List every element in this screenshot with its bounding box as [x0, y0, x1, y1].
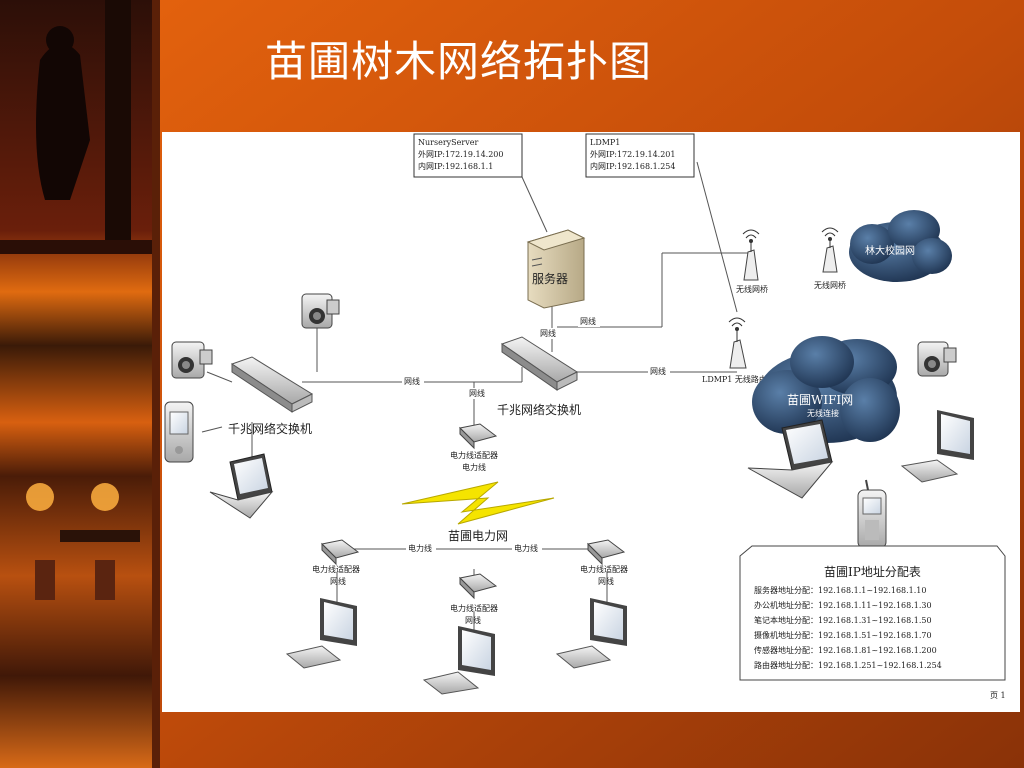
- power-line-adapter-icon: [458, 423, 498, 450]
- router-label: LDMP1 无线路由器: [702, 374, 775, 384]
- wifi-cloud-icon: [752, 336, 900, 443]
- ip-table-row: 服务器地址分配：192.168.1.1~192.168.1.10: [754, 585, 927, 595]
- campus-network-label: 林大校园网: [865, 244, 915, 257]
- plc-mid-line: 网线: [465, 615, 481, 625]
- power-line-adapter-icon: [320, 539, 360, 566]
- left-switch-label: 千兆网络交换机: [228, 421, 312, 436]
- router-name: LDMP1: [590, 138, 620, 147]
- desktop-computer-icon: [900, 410, 974, 483]
- wireless-bridge-icon: [821, 227, 839, 273]
- cable-label: 网线: [540, 328, 556, 338]
- camera-icon: [171, 341, 213, 379]
- plc-right-name: 电力线适配器: [580, 564, 628, 574]
- ip-table-row: 摄像机地址分配：192.168.1.51~192.168.1.70: [754, 630, 932, 640]
- server-external-ip: 外网IP:172.19.14.200: [418, 149, 503, 159]
- camera-icon: [301, 293, 340, 329]
- wireless-bridge-2-label: 无线网桥: [814, 280, 846, 290]
- main-switch-label: 千兆网络交换机: [497, 402, 581, 417]
- power-line-label: 电力线: [408, 543, 432, 553]
- server-label: 服务器: [532, 271, 568, 286]
- desktop-computer-icon: [555, 598, 627, 669]
- mobile-phone-icon: [857, 479, 887, 549]
- ip-allocation-table: 苗圃IP地址分配表 服务器地址分配：192.168.1.1~192.168.1.…: [739, 545, 1006, 681]
- plc-top-name: 电力线适配器: [450, 450, 498, 460]
- laptop-icon: [209, 453, 274, 519]
- campus-cloud-icon: [849, 210, 952, 282]
- laptop-icon: [747, 419, 834, 499]
- network-topology-diagram: NurseryServer 外网IP:172.19.14.200 内网IP:19…: [164, 133, 1006, 700]
- main-switch-icon: [500, 336, 579, 391]
- desktop-computer-icon: [285, 598, 357, 669]
- wireless-connection-label: 无线连接: [807, 408, 839, 418]
- server-tower-icon: [526, 229, 586, 309]
- plc-top-line: 电力线: [462, 462, 486, 472]
- wifi-network-label: 苗圃WIFI网: [787, 393, 853, 407]
- ip-table-row: 办公机地址分配：192.168.1.11~192.168.1.30: [754, 600, 932, 610]
- slide-title: 苗圃树木网络拓扑图: [265, 37, 653, 86]
- cable-label: 网线: [580, 316, 596, 326]
- plc-mid-name: 电力线适配器: [450, 603, 498, 613]
- power-line-adapter-icon: [586, 539, 626, 566]
- server-name: NurseryServer: [418, 138, 478, 147]
- cable-label: 网线: [469, 388, 485, 398]
- ip-table-title: 苗圃IP地址分配表: [824, 565, 921, 579]
- desktop-computer-icon: [422, 626, 495, 695]
- plc-left-line: 网线: [330, 576, 346, 586]
- page-number: 页 1: [990, 691, 1006, 700]
- router-info-box: LDMP1 外网IP:172.19.14.201 内网IP:192.168.1.…: [585, 133, 695, 178]
- power-network-label: 苗圃电力网: [448, 529, 508, 543]
- wireless-bridge-1-label: 无线网桥: [736, 284, 768, 294]
- plc-right-line: 网线: [598, 576, 614, 586]
- power-line-adapter-icon: [458, 573, 498, 600]
- cable-label: 网线: [650, 366, 666, 376]
- server-info-box: NurseryServer 外网IP:172.19.14.200 内网IP:19…: [413, 133, 523, 178]
- camera-icon: [917, 341, 957, 377]
- pda-icon: [164, 401, 194, 463]
- router-internal-ip: 内网IP:192.168.1.254: [590, 161, 675, 171]
- server-internal-ip: 内网IP:192.168.1.1: [418, 161, 493, 171]
- plc-left-name: 电力线适配器: [312, 564, 360, 574]
- cable-label: 网线: [404, 376, 420, 386]
- left-switch-icon: [230, 356, 314, 413]
- power-line-label: 电力线: [514, 543, 538, 553]
- router-external-ip: 外网IP:172.19.14.201: [590, 149, 675, 159]
- ip-table-row: 路由器地址分配：192.168.1.251~192.168.1.254: [754, 660, 942, 670]
- lightning-bolt-icon: [401, 481, 555, 525]
- wireless-router-icon: [728, 317, 747, 369]
- ip-table-row: 传感器地址分配：192.168.1.81~192.168.1.200: [754, 645, 937, 655]
- ip-table-row: 笔记本地址分配：192.168.1.31~192.168.1.50: [754, 615, 932, 625]
- topology-panel: NurseryServer 外网IP:172.19.14.200 内网IP:19…: [162, 132, 1020, 712]
- wireless-bridge-icon: [742, 229, 760, 281]
